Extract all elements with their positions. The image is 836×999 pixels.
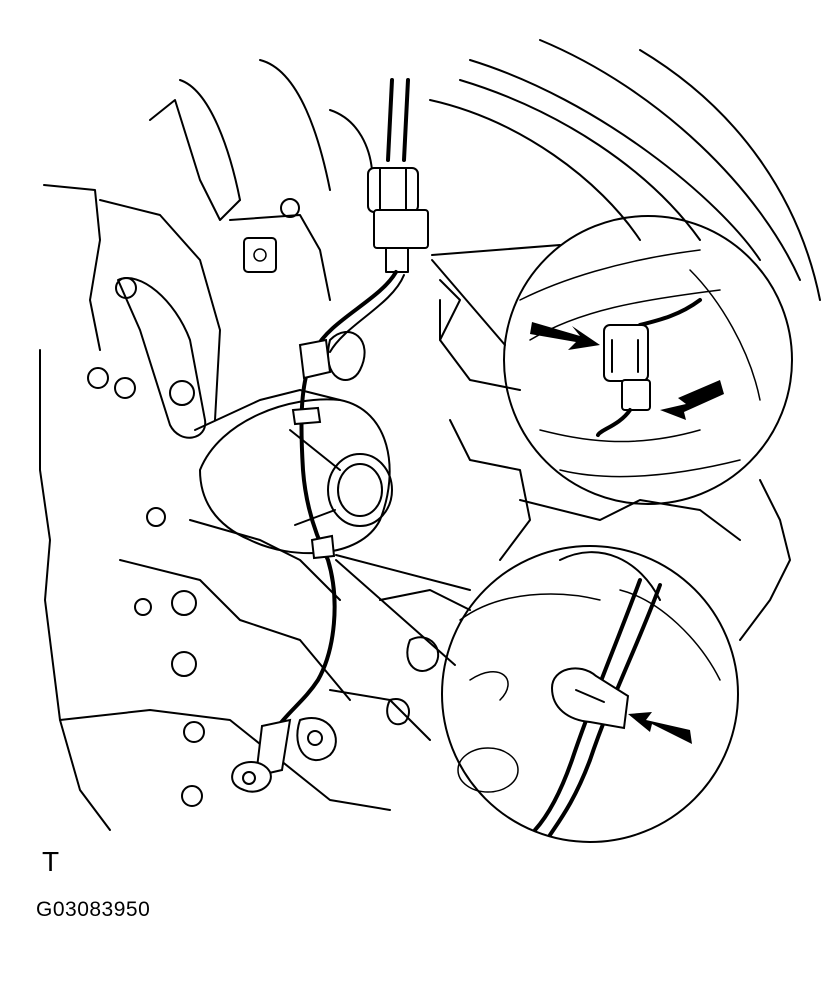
arrow-icon (628, 712, 692, 744)
connector-icon (596, 324, 651, 437)
clamp-detail-callout (335, 545, 739, 843)
connector-icon (367, 167, 429, 273)
sensor-harness (231, 78, 429, 793)
clamp-icon (550, 667, 630, 730)
arrow-icon (530, 322, 600, 350)
connector-detail-callout (431, 215, 793, 505)
view-letter: T (42, 846, 60, 877)
figure-code: G03083950 (36, 898, 151, 921)
arrow-icon (660, 380, 724, 420)
engine-block-outline (39, 39, 821, 831)
